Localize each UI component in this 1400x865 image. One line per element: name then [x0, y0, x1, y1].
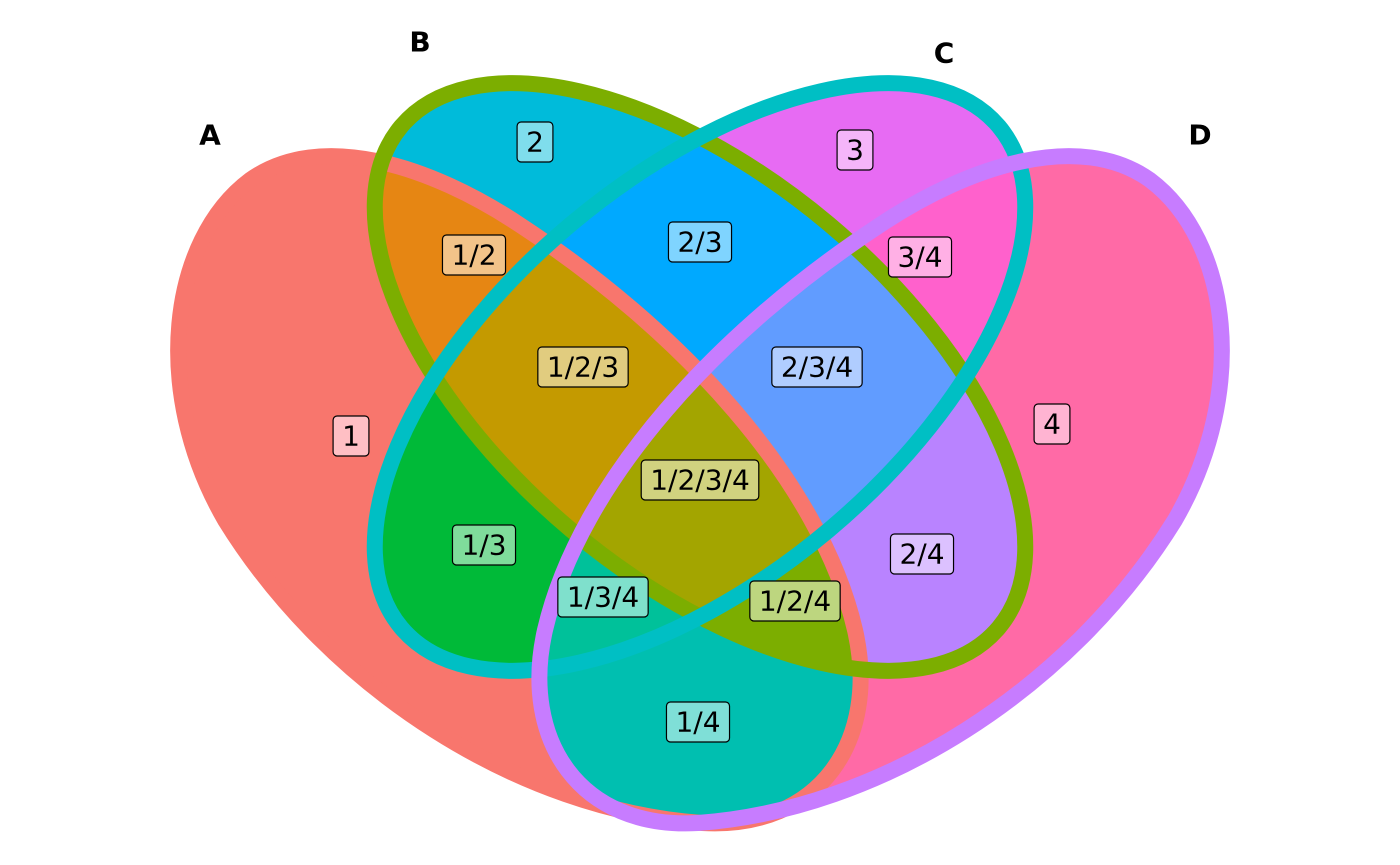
- region-label-1-4: 1/4: [665, 701, 731, 743]
- region-label-3-4: 3/4: [887, 236, 953, 278]
- region-label-box-3: [836, 129, 874, 171]
- region-label-2-3-4: 2/3/4: [771, 346, 863, 388]
- region-label-text-1-2-3: 1/2/3: [547, 351, 619, 384]
- region-label-box-1-4: [665, 701, 731, 743]
- region-label-box-2-4: [889, 533, 955, 575]
- region-label-text-1-2-4: 1/2/4: [759, 585, 831, 618]
- region-label-text-2: 2: [526, 126, 544, 159]
- set-label-d: D: [1188, 119, 1211, 152]
- set-label-c: C: [934, 37, 955, 70]
- set-label-a: A: [199, 119, 221, 152]
- region-label-box-1-2-3: [537, 346, 629, 388]
- region-label-text-2-4: 2/4: [899, 538, 944, 571]
- region-label-1-2-3-4: 1/2/3/4: [640, 459, 760, 501]
- region-label-1-2-4: 1/2/4: [749, 580, 841, 622]
- region-label-1: 1: [332, 415, 370, 457]
- region-label-text-3-4: 3/4: [897, 241, 942, 274]
- region-label-text-1: 1: [342, 420, 360, 453]
- set-labels: A B C D: [199, 26, 1211, 152]
- region-label-text-1-2: 1/2: [451, 239, 496, 272]
- region-label-box-1-2: [441, 234, 507, 276]
- region-label-text-1-3-4: 1/3/4: [567, 581, 639, 614]
- region-label-text-2-3-4: 2/3/4: [781, 351, 853, 384]
- region-label-box-1-3: [451, 524, 517, 566]
- region-label-4: 4: [1033, 403, 1071, 445]
- region-label-box-1-2-4: [749, 580, 841, 622]
- region-label-box-2-3: [667, 221, 733, 263]
- region-label-1-2-3: 1/2/3: [537, 346, 629, 388]
- region-label-box-2-3-4: [771, 346, 863, 388]
- region-label-2-3: 2/3: [667, 221, 733, 263]
- set-label-b: B: [409, 26, 430, 59]
- region-label-3: 3: [836, 129, 874, 171]
- region-label-box-3-4: [887, 236, 953, 278]
- region-label-text-1-4: 1/4: [675, 706, 720, 739]
- region-label-1-3-4: 1/3/4: [557, 576, 649, 618]
- region-label-box-1: [332, 415, 370, 457]
- region-label-box-2: [516, 121, 554, 163]
- region-label-text-3: 3: [846, 134, 864, 167]
- region-label-text-1-2-3-4: 1/2/3/4: [650, 464, 750, 497]
- region-label-text-2-3: 2/3: [677, 226, 722, 259]
- region-label-box-1-3-4: [557, 576, 649, 618]
- region-label-2: 2: [516, 121, 554, 163]
- region-label-text-1-3: 1/3: [461, 529, 506, 562]
- region-label-text-4: 4: [1043, 408, 1061, 441]
- region-label-box-4: [1033, 403, 1071, 445]
- region-labels: 1 2 3 4 1/2 1/3 1/4 2/3 2/4 3/4 1/2/3 1/2/4 1/3/4 2/3…: [332, 121, 1071, 743]
- region-label-1-3: 1/3: [451, 524, 517, 566]
- region-label-box-1-2-3-4: [640, 459, 760, 501]
- region-label-1-2: 1/2: [441, 234, 507, 276]
- region-label-2-4: 2/4: [889, 533, 955, 575]
